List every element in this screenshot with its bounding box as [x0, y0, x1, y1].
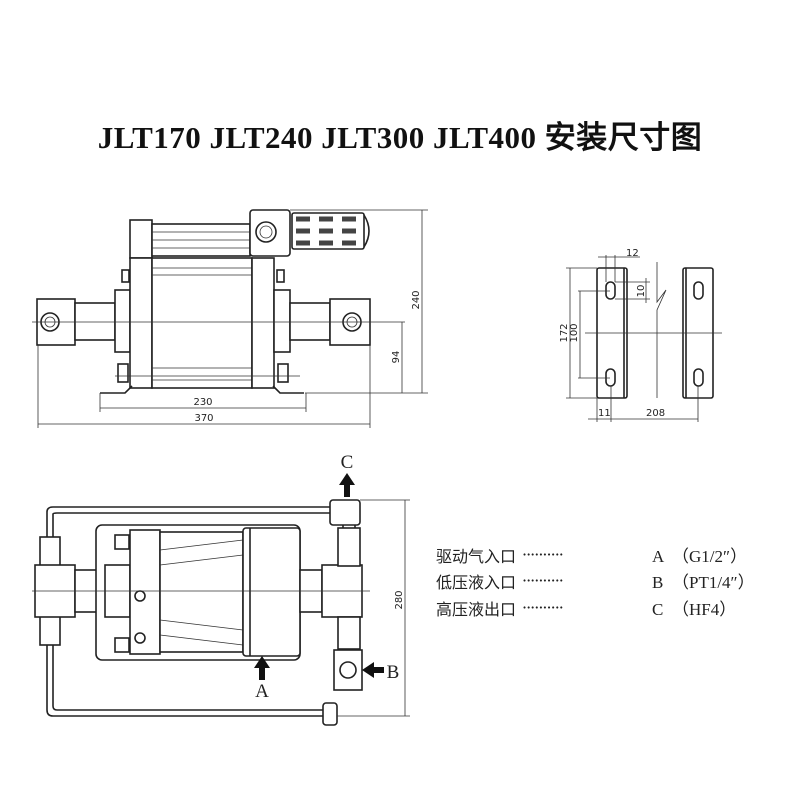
- top-view: [32, 473, 410, 726]
- legend-leader-dots: ··········: [522, 571, 563, 590]
- dim-94: 94: [391, 351, 402, 364]
- legend-item-a: 驱动气入口 ·········· A （G1/2″）: [436, 545, 747, 566]
- dim-12: 12: [626, 248, 639, 259]
- dim-280: 280: [394, 590, 405, 609]
- dim-100: 100: [569, 323, 580, 342]
- front-view: [32, 209, 428, 428]
- legend-port-spec: （PT1/4″）: [672, 573, 755, 592]
- legend-port-name: 驱动气入口: [436, 547, 516, 566]
- drawing-title: JLT170 JLT240 JLT300 JLT400 安装尺寸图: [97, 120, 703, 155]
- bracket-view: [566, 255, 722, 422]
- legend-port-name: 高压液出口: [436, 600, 516, 619]
- legend-port-spec: （G1/2″）: [672, 547, 747, 566]
- port-c-label: C: [341, 452, 354, 473]
- legend-port-letter: B: [652, 573, 663, 592]
- port-a-label: A: [255, 681, 269, 702]
- dim-230: 230: [193, 397, 212, 408]
- port-c-arrow-icon: [339, 473, 355, 497]
- dim-11: 11: [598, 408, 611, 419]
- legend-item-b: 低压液入口 ·········· B （PT1/4″）: [436, 571, 755, 592]
- legend-port-letter: A: [652, 547, 665, 566]
- legend-port-spec: （HF4）: [672, 600, 736, 619]
- port-b-arrow-icon: [362, 662, 384, 678]
- dim-370: 370: [194, 413, 213, 424]
- dim-172: 172: [559, 323, 570, 342]
- legend-port-letter: C: [652, 600, 663, 619]
- dim-208: 208: [646, 408, 665, 419]
- legend-item-c: 高压液出口 ·········· C （HF4）: [436, 598, 736, 619]
- dim-10: 10: [636, 285, 647, 298]
- port-legend: 驱动气入口 ·········· A （G1/2″） 低压液入口 ·······…: [436, 545, 755, 619]
- dim-240: 240: [411, 290, 422, 309]
- port-b-label: B: [387, 662, 400, 683]
- legend-port-name: 低压液入口: [436, 573, 516, 592]
- port-a-arrow-icon: [254, 656, 270, 680]
- legend-leader-dots: ··········: [522, 598, 563, 617]
- legend-leader-dots: ··········: [522, 545, 563, 564]
